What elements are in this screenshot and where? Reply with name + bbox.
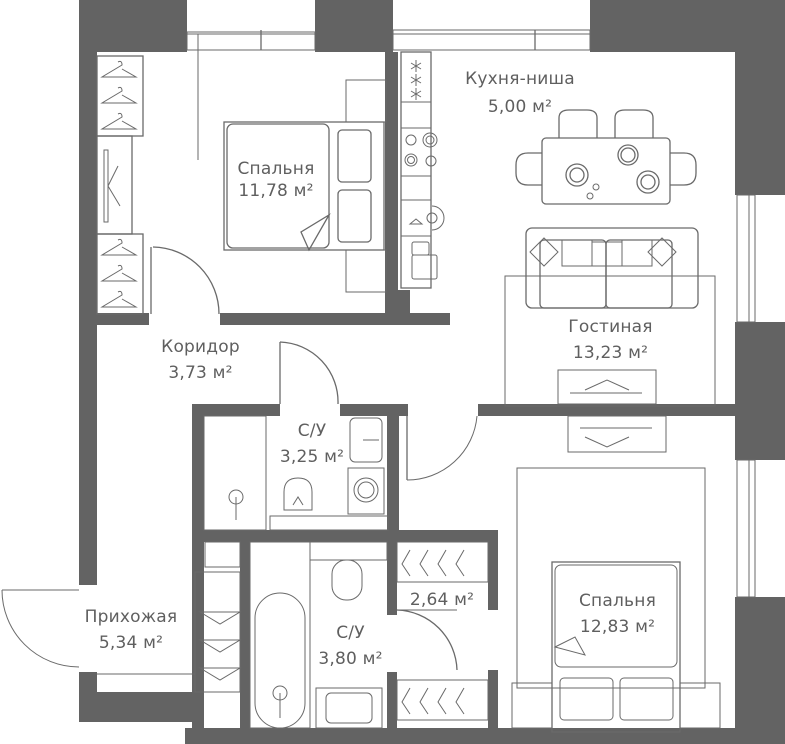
wall bbox=[385, 52, 398, 322]
wall bbox=[240, 530, 250, 744]
room-label-corridor: Коридор 3,73 м² bbox=[148, 336, 253, 384]
wall bbox=[387, 672, 397, 744]
entrance-door-icon bbox=[1, 589, 80, 668]
wall bbox=[735, 0, 785, 195]
room-label-bathroom-2: С/У 3,80 м² bbox=[298, 622, 403, 670]
wardrobe-icon bbox=[396, 541, 489, 721]
door-icon bbox=[279, 341, 339, 405]
room-area: 3,80 м² bbox=[318, 649, 383, 669]
room-name: С/У bbox=[336, 623, 365, 643]
room-label-bedroom-2: Спальня 12,83 м² bbox=[565, 590, 670, 638]
room-label-wardrobe: 2,64 м² bbox=[392, 589, 492, 611]
wall bbox=[97, 313, 149, 325]
wall bbox=[220, 313, 398, 325]
room-area: 5,34 м² bbox=[98, 633, 164, 653]
door-icon bbox=[150, 246, 220, 315]
room-label-living-room: Гостиная 13,23 м² bbox=[548, 316, 673, 364]
room-area: 11,78 м² bbox=[238, 181, 314, 201]
room-name: Коридор bbox=[161, 337, 240, 357]
wall bbox=[315, 0, 393, 52]
wall bbox=[185, 728, 785, 744]
room-area: 3,73 м² bbox=[168, 363, 233, 383]
wall bbox=[387, 530, 397, 615]
room-area: 3,25 м² bbox=[279, 447, 345, 467]
room-label-bathroom-1: С/У 3,25 м² bbox=[262, 420, 362, 468]
door-icon bbox=[406, 415, 478, 481]
room-area: 5,00 м² bbox=[487, 97, 553, 117]
room-name: Гостиная bbox=[568, 317, 653, 337]
dining-table-icon bbox=[515, 109, 697, 205]
room-name: Прихожая bbox=[84, 607, 178, 627]
door-icon bbox=[396, 609, 458, 671]
wall bbox=[390, 313, 450, 325]
room-label-hallway: Прихожая 5,34 м² bbox=[76, 606, 186, 654]
wall bbox=[488, 670, 498, 744]
wall bbox=[488, 530, 498, 610]
room-label-kitchen-niche: Кухня-ниша 5,00 м² bbox=[455, 68, 585, 118]
wall bbox=[192, 530, 497, 542]
room-area: 12,83 м² bbox=[579, 617, 656, 637]
wall bbox=[79, 0, 187, 52]
room-name: Спальня bbox=[578, 591, 657, 611]
wall bbox=[192, 404, 280, 416]
wall bbox=[79, 0, 97, 585]
wall bbox=[390, 290, 410, 315]
cabinet-icon bbox=[204, 541, 241, 568]
wall bbox=[735, 597, 785, 744]
room-name: Спальня bbox=[237, 159, 315, 179]
wardrobe-icon bbox=[96, 55, 144, 315]
room-name: С/У bbox=[297, 421, 327, 441]
room-area: 13,23 м² bbox=[572, 343, 649, 363]
wall bbox=[735, 322, 785, 460]
room-name: Кухня-ниша bbox=[465, 69, 575, 89]
room-area: 2,64 м² bbox=[409, 590, 475, 610]
room-label-bedroom-1: Спальня 11,78 м² bbox=[226, 158, 326, 202]
wall bbox=[478, 404, 735, 416]
wall bbox=[192, 404, 204, 734]
wall bbox=[79, 692, 204, 722]
wall bbox=[387, 404, 399, 534]
kitchen-counter-icon bbox=[400, 51, 445, 289]
